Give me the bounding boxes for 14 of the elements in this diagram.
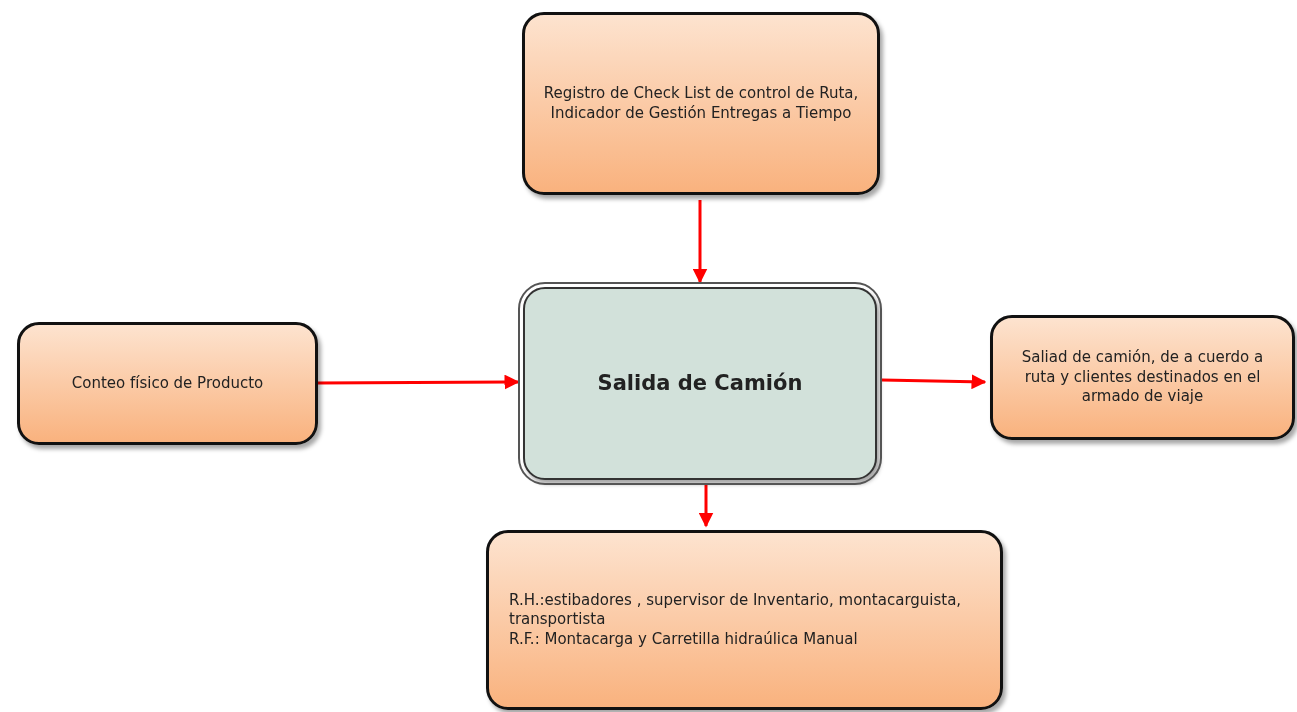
arrow [881,374,987,390]
box-text: Saliad de camión, de a cuerdo a ruta y clientes destinados en el armado de viaje [1020,348,1265,407]
process-box [17,322,318,445]
process-box [522,12,880,195]
box-text: R.H.:estibadores , supervisor de Inventario, montacarguista, transportista [509,590,963,630]
box-text: Registro de Check List de control de Ruta, Indicador de Gestión Entregas a Tiempo [542,84,860,123]
box-text: R.F.: Montacarga y Carretilla hidraúlica Manual [509,629,858,650]
process-box [990,315,1295,440]
box-text: Conteo físico de Producto [71,373,264,394]
resource-box [486,530,1003,710]
box-title: Salida de Camión [597,369,803,397]
arrow [692,200,708,284]
arrow [318,374,520,390]
arrow [698,485,714,528]
